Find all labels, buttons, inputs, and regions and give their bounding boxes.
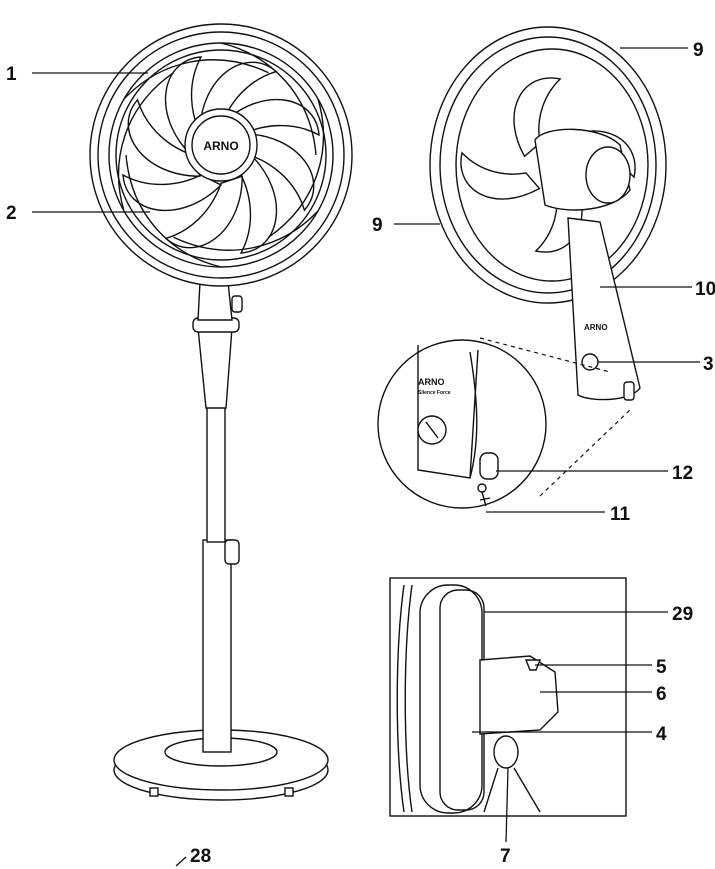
tilt-knob xyxy=(524,659,542,671)
callout-10: 10 xyxy=(695,279,715,300)
fan-rear-view: ARNO xyxy=(429,26,667,401)
fan-base xyxy=(113,729,329,801)
callout-1: 1 xyxy=(6,64,17,85)
callout-numbers: 1 2 9 9 10 3 12 11 29 5 6 4 7 28 xyxy=(6,40,715,867)
callout-7: 7 xyxy=(500,846,511,867)
column-brand-logo: ARNO xyxy=(584,323,608,332)
callout-4: 4 xyxy=(656,724,667,745)
motor-housing-side xyxy=(479,655,559,735)
fan-hub-emblem: ARNO xyxy=(184,108,258,182)
power-cord-entry xyxy=(477,483,487,493)
detail-brand-logo: ARNO xyxy=(418,377,445,387)
pedestal-fan-front-view: ARNO xyxy=(89,23,353,801)
oscillation-button-small xyxy=(623,381,635,401)
speed-selector-small xyxy=(581,353,599,371)
callout-6: 6 xyxy=(656,684,667,705)
callout-2: 2 xyxy=(6,203,17,224)
fan-pole xyxy=(192,281,243,753)
callout-9-top: 9 xyxy=(693,40,704,61)
control-detail-zoom: ARNO Silence Force xyxy=(377,337,631,509)
side-detail-box xyxy=(389,577,627,817)
leader-lines xyxy=(32,47,700,867)
callout-28: 28 xyxy=(190,846,211,867)
height-adjust-knob xyxy=(224,539,240,565)
callout-5: 5 xyxy=(656,657,667,678)
locking-clamp xyxy=(493,735,519,769)
hub-brand-logo: ARNO xyxy=(203,139,238,153)
detail-brand-tagline: Silence Force xyxy=(418,390,451,396)
callout-3: 3 xyxy=(703,354,714,375)
callout-12: 12 xyxy=(672,463,693,484)
callout-9-left: 9 xyxy=(372,215,383,236)
support-column xyxy=(567,217,641,401)
fan-blades-front xyxy=(117,42,325,268)
motor-rear-cap xyxy=(585,146,631,204)
callout-29: 29 xyxy=(672,604,693,625)
callout-11: 11 xyxy=(610,504,631,525)
oscillation-button xyxy=(479,452,499,480)
